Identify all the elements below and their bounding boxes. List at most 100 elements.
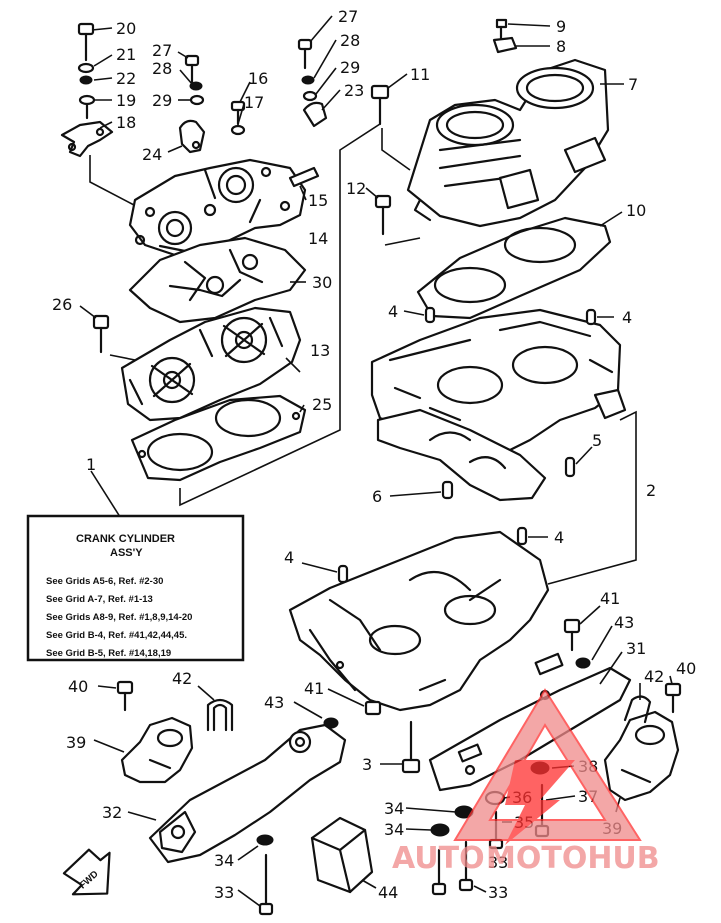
clip-42b <box>623 695 652 724</box>
mount-bracket-32 <box>148 723 347 864</box>
callout-3: 3 <box>362 755 372 774</box>
dowel-4a <box>424 306 436 324</box>
callout-14: 14 <box>308 229 328 248</box>
lower-crankcase <box>288 530 550 712</box>
callout-41: 41 <box>600 589 620 608</box>
callout-9: 9 <box>556 17 566 36</box>
watermark-right: MOTOHUB <box>486 841 660 876</box>
nut-41b <box>364 700 382 716</box>
cylinder-7 <box>406 58 610 228</box>
gasket-30 <box>128 236 307 324</box>
fitting-15 <box>288 166 320 188</box>
callout-1: 1 <box>86 455 96 474</box>
callout-26: 26 <box>52 295 72 314</box>
callout-18: 18 <box>116 113 136 132</box>
fwd-arrow: FWD <box>62 848 111 896</box>
washer-28a <box>189 81 203 91</box>
cylinder-head-13 <box>120 306 302 422</box>
group-line-2 <box>547 410 637 585</box>
callout-40: 40 <box>676 659 696 678</box>
watermark-bolt-logo <box>505 760 575 845</box>
bolt-20 <box>77 22 95 62</box>
bolt-9 <box>495 18 508 40</box>
group-line-left <box>89 155 135 206</box>
callout-15: 15 <box>308 191 328 210</box>
callout-42: 42 <box>172 669 192 688</box>
callout-34: 34 <box>384 820 404 839</box>
bolt-26 <box>92 314 110 354</box>
base-gasket-10 <box>416 216 612 320</box>
callout-16: 16 <box>248 69 268 88</box>
washer-17 <box>230 124 246 136</box>
callout-44: 44 <box>378 883 398 902</box>
callout-21: 21 <box>116 45 136 64</box>
callout-33: 33 <box>488 883 508 902</box>
dowel-4d <box>337 564 349 584</box>
washer-21 <box>77 62 95 74</box>
callout-4: 4 <box>284 548 294 567</box>
callout-4: 4 <box>622 308 632 327</box>
group-line-12 <box>384 237 421 246</box>
washer-34b <box>430 823 450 837</box>
info-box-line: See Grid A-7, Ref. #1-13 <box>46 594 153 605</box>
info-box: CRANK CYLINDER ASS'Y See Grids A5-6, Ref… <box>26 514 245 662</box>
group-line-head <box>109 354 136 361</box>
clip-42a <box>206 698 234 732</box>
bracket-18 <box>60 120 114 158</box>
callout-4: 4 <box>554 528 564 547</box>
bolt-40a <box>116 680 134 712</box>
callout-33: 33 <box>214 883 234 902</box>
info-box-title: CRANK CYLINDER <box>76 533 175 545</box>
watermark: AUTO MOTOHUB <box>392 688 660 876</box>
callout-30: 30 <box>312 273 332 292</box>
bracket-8 <box>492 36 518 54</box>
info-box-subtitle: ASS'Y <box>110 547 143 559</box>
callout-41: 41 <box>304 679 324 698</box>
callout-6: 6 <box>372 487 382 506</box>
callout-33: 33 <box>488 853 508 872</box>
callout-43: 43 <box>264 693 284 712</box>
info-box-line: See Grids A8-9, Ref. #1,8,9,14-20 <box>46 612 192 623</box>
dowel-4c <box>516 526 528 546</box>
callout-22: 22 <box>116 69 136 88</box>
washer-29a <box>189 94 205 106</box>
washer-29b <box>302 90 318 102</box>
washer-43b <box>323 717 339 729</box>
callout-34: 34 <box>214 851 234 870</box>
bolt-16 <box>230 100 246 126</box>
callout-2: 2 <box>646 481 656 500</box>
callout-17: 17 <box>244 93 264 112</box>
callout-39: 39 <box>66 733 86 752</box>
head-gasket-25 <box>130 394 307 482</box>
callout-28: 28 <box>340 31 360 50</box>
callout-31: 31 <box>626 639 646 658</box>
callout-29: 29 <box>152 91 172 110</box>
cover-44 <box>310 816 374 894</box>
callout-4: 4 <box>388 302 398 321</box>
callout-24: 24 <box>142 145 162 164</box>
callout-23: 23 <box>344 81 364 100</box>
clip-23 <box>302 101 328 128</box>
callout-29: 29 <box>340 58 360 77</box>
callout-43: 43 <box>614 613 634 632</box>
washer-28b <box>301 75 315 85</box>
callout-12: 12 <box>346 179 366 198</box>
bolt-33a <box>258 853 274 916</box>
washer-34c <box>256 834 274 846</box>
callout-27: 27 <box>152 41 172 60</box>
callout-8: 8 <box>556 37 566 56</box>
callout-20: 20 <box>116 19 136 38</box>
callout-labels: 20 21 22 19 18 27 28 29 24 16 17 15 14 2… <box>52 7 696 902</box>
head-cover-14 <box>128 158 320 257</box>
bolt-12 <box>374 194 392 236</box>
callout-10: 10 <box>626 201 646 220</box>
group-line-1 <box>179 123 381 507</box>
callout-7: 7 <box>628 75 638 94</box>
washer-22 <box>79 75 93 85</box>
engine-mount-39a <box>120 716 194 784</box>
engine-mount-39b <box>603 710 680 802</box>
info-box-line: See Grids A5-6, Ref. #2-30 <box>46 576 163 587</box>
callout-42: 42 <box>644 667 664 686</box>
